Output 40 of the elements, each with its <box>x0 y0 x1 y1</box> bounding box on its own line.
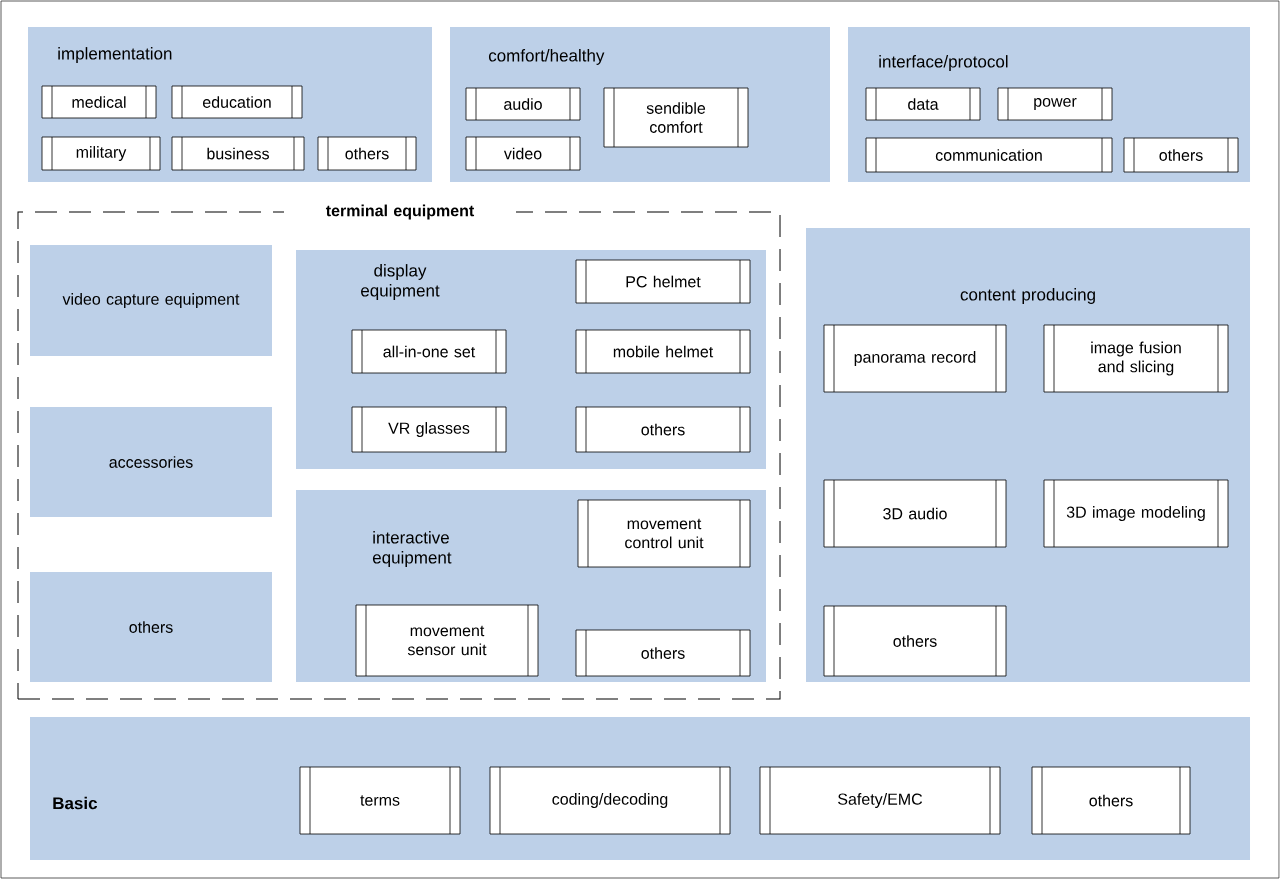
process-box: movement sensor unit <box>355 604 539 677</box>
process-box: military <box>41 136 161 171</box>
process-box: movement control unit <box>577 499 751 568</box>
process-box: all-in-one set <box>351 329 507 374</box>
panel-heading: implementation <box>58 47 172 63</box>
process-box: terms <box>299 766 461 835</box>
process-box: others <box>575 629 751 677</box>
process-box: sendible comfort <box>603 87 749 148</box>
process-box: medical <box>41 85 157 119</box>
process-box: VR glasses <box>351 406 507 453</box>
panel-heading: display equipment <box>361 264 440 300</box>
process-box: data <box>865 87 981 121</box>
process-box: coding/decoding <box>489 766 731 835</box>
process-box: PC helmet <box>575 259 751 304</box>
process-box: 3D image modeling <box>1043 479 1229 548</box>
panel: accessories <box>30 407 272 517</box>
process-box: education <box>171 85 303 119</box>
process-box: others <box>823 605 1007 677</box>
panel-heading: comfort/healthy <box>488 49 605 65</box>
panel: others <box>30 572 272 682</box>
panel-heading: Basic <box>53 796 98 810</box>
panel-heading: interactive equipment <box>372 531 452 567</box>
process-box: business <box>171 136 305 171</box>
panel-heading: content producing <box>960 288 1095 304</box>
process-box: others <box>1031 766 1191 835</box>
process-box: image fusion and slicing <box>1043 324 1229 393</box>
process-box: others <box>317 136 417 171</box>
process-box: others <box>1123 137 1239 173</box>
process-box: others <box>575 406 751 453</box>
process-box: 3D audio <box>823 479 1007 548</box>
panel-heading: interface/protocol <box>879 55 1008 71</box>
process-box: Safety/EMC <box>759 766 1001 835</box>
process-box: power <box>997 87 1113 121</box>
panel: video capture equipment <box>30 245 272 356</box>
process-box: communication <box>865 137 1113 173</box>
process-box: audio <box>465 87 581 121</box>
process-box: mobile helmet <box>575 329 751 374</box>
process-box: video <box>465 136 581 171</box>
process-box: panorama record <box>823 324 1007 393</box>
panel-heading: terminal equipment <box>284 202 516 222</box>
